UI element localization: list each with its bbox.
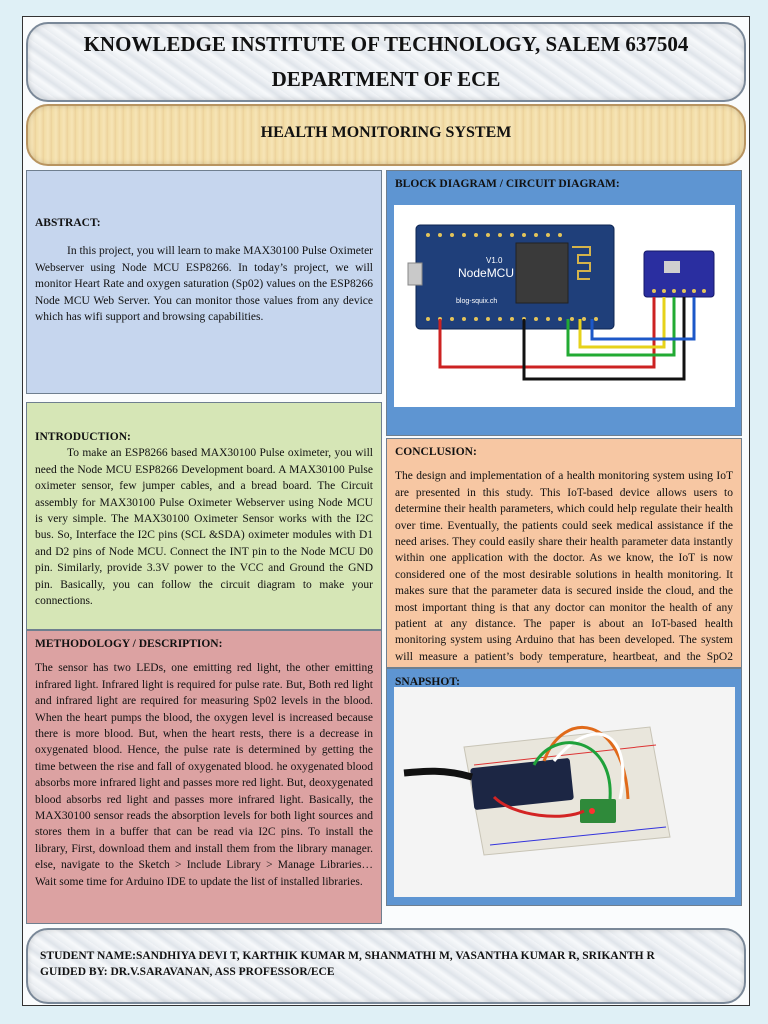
- institute-name: KNOWLEDGE INSTITUTE OF TECHNOLOGY, SALEM…: [83, 32, 689, 56]
- esp-chip: [515, 242, 569, 304]
- title-banner: HEALTH MONITORING SYSTEM: [26, 104, 746, 166]
- introduction-heading: INTRODUCTION:: [35, 431, 131, 443]
- board-label: NodeMCU: [458, 266, 514, 280]
- circuit-diagram-svg: V1.0 NodeMCU blog-squix.ch: [407, 224, 715, 381]
- abstract-heading: ABSTRACT:: [35, 217, 101, 229]
- footer-banner: STUDENT NAME:SANDHIYA DEVI T, KARTHIK KU…: [26, 928, 746, 1004]
- snapshot-heading: SNAPSHOT:: [395, 676, 460, 688]
- methodology-panel: METHODOLOGY / DESCRIPTION: The sensor ha…: [26, 630, 382, 924]
- abstract-text: In this project, you will learn to make …: [35, 245, 373, 324]
- student-names: STUDENT NAME:SANDHIYA DEVI T, KARTHIK KU…: [40, 950, 655, 962]
- sensor-chip: [664, 261, 680, 273]
- board-site: blog-squix.ch: [456, 298, 497, 305]
- antenna-trace: [572, 246, 591, 280]
- methodology-text: The sensor has two LEDs, one emitting re…: [35, 662, 373, 888]
- usb-port: [407, 262, 423, 286]
- conclusion-text: The design and implementation of a healt…: [395, 470, 733, 679]
- snapshot-svg: [394, 687, 735, 897]
- abstract-panel: ABSTRACT: In this project, you will lear…: [26, 170, 382, 394]
- circuit-diagram: V1.0 NodeMCU blog-squix.ch: [394, 205, 735, 407]
- project-title: HEALTH MONITORING SYSTEM: [260, 124, 512, 141]
- board-version: V1.0: [486, 256, 503, 265]
- nodemcu-on-breadboard: [470, 758, 574, 810]
- max30100-sensor: [643, 250, 715, 298]
- introduction-panel: INTRODUCTION: To make an ESP8266 based M…: [26, 402, 382, 630]
- methodology-heading: METHODOLOGY / DESCRIPTION:: [35, 638, 223, 650]
- wire-scl: [578, 297, 666, 349]
- block-diagram-heading: BLOCK DIAGRAM / CIRCUIT DIAGRAM:: [395, 178, 620, 190]
- wire-sda: [566, 297, 676, 357]
- hardware-snapshot: [394, 687, 735, 897]
- conclusion-panel: CONCLUSION: The design and implementatio…: [386, 438, 742, 679]
- introduction-text: To make an ESP8266 based MAX30100 Pulse …: [35, 447, 373, 608]
- wire-vcc: [438, 297, 656, 369]
- sensor-on-breadboard: [580, 799, 616, 823]
- conclusion-heading: CONCLUSION:: [395, 446, 477, 458]
- usb-cable: [403, 767, 473, 781]
- nodemcu-board: [415, 224, 615, 330]
- department-name: DEPARTMENT OF ECE: [271, 67, 501, 91]
- wire-int: [590, 297, 696, 341]
- header-banner: KNOWLEDGE INSTITUTE OF TECHNOLOGY, SALEM…: [26, 22, 746, 102]
- guide-name: GUIDED BY: DR.V.SARAVANAN, ASS PROFESSOR…: [40, 966, 335, 978]
